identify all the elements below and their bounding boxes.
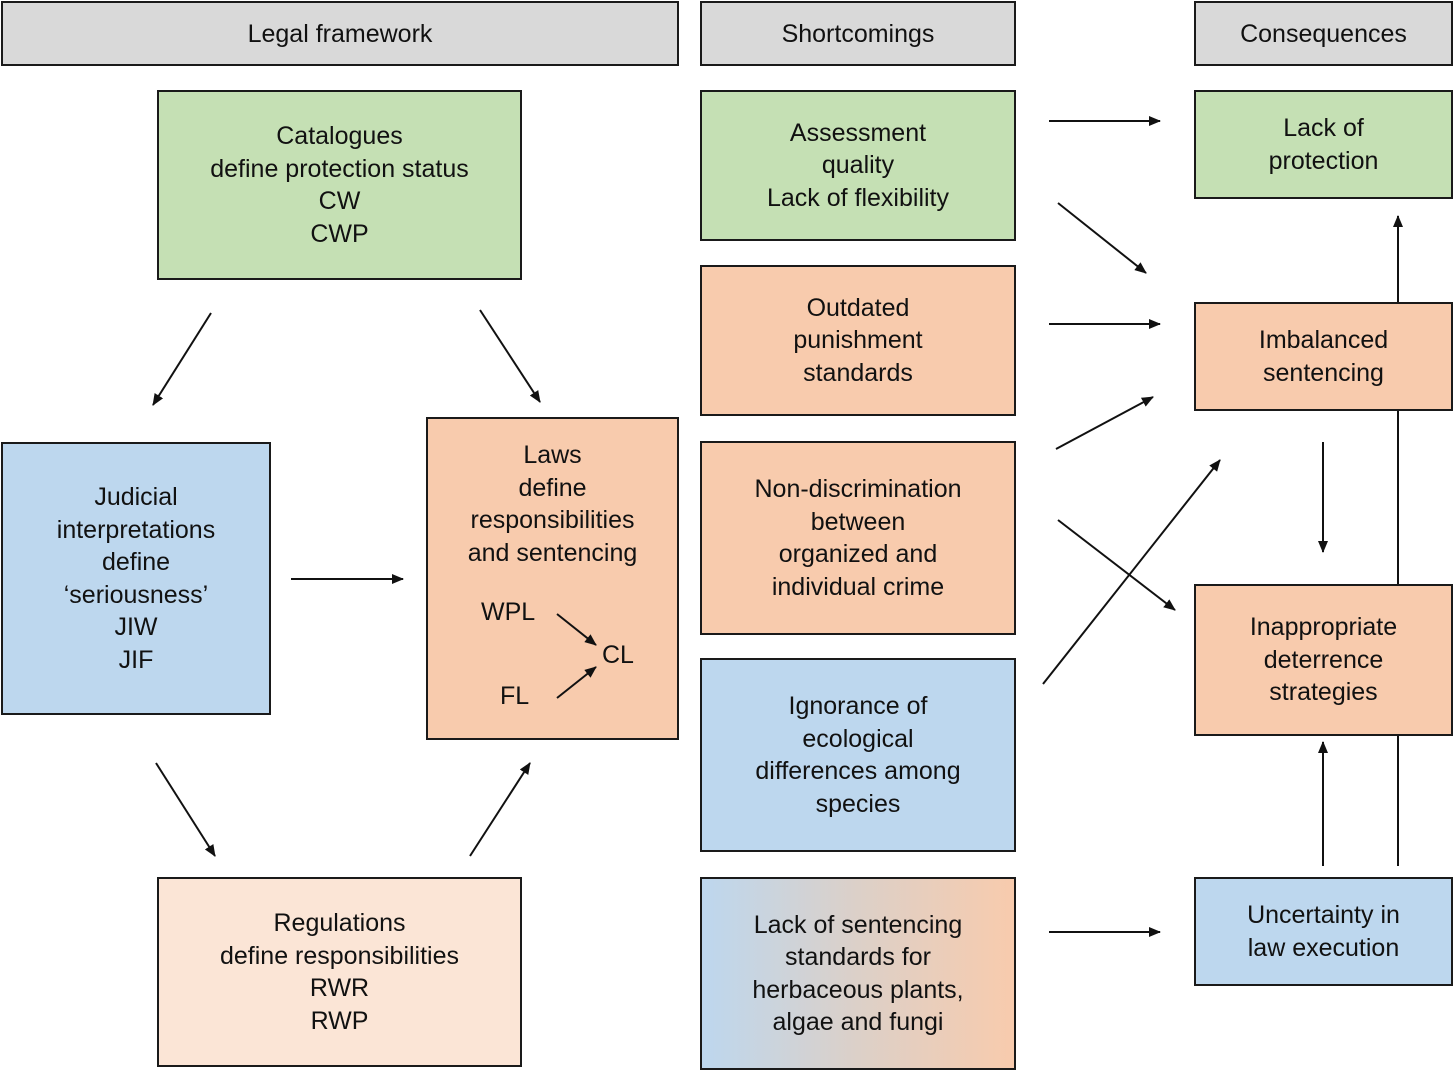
- ignorance-line: species: [815, 789, 901, 818]
- uncertainty-law-execution-box: Uncertainty in law execution: [1194, 877, 1453, 986]
- lack-sentencing-standards-box: Lack of sentencing standards for herbace…: [700, 877, 1016, 1070]
- inappropriate-deterrence-box: Inappropriate deterrence strategies: [1194, 584, 1453, 736]
- lack-sentencing-line: herbaceous plants,: [752, 975, 964, 1004]
- laws-line: Laws: [523, 441, 582, 469]
- nondiscrimination-line: individual crime: [771, 572, 945, 601]
- lack-sentencing-line: standards for: [785, 943, 931, 971]
- regulations-box: Regulations define responsibilities RWR …: [157, 877, 522, 1067]
- nondiscrimination-line: Non-discrimination: [754, 475, 962, 503]
- judicial-interpretations-box: Judicial interpretations define ‘serious…: [1, 442, 271, 715]
- judicial-line: Judicial: [94, 483, 178, 511]
- judicial-line: ‘seriousness’: [63, 580, 209, 609]
- assessment-line: quality: [821, 151, 895, 180]
- lack-protection-line: protection: [1268, 146, 1379, 175]
- nondiscrimination-line: between: [810, 507, 906, 536]
- header-legal-framework: Legal framework: [1, 1, 679, 66]
- header-shortcomings-label: Shortcomings: [781, 19, 935, 48]
- imbalanced-line: Imbalanced: [1258, 326, 1389, 354]
- imbalanced-sentencing-box: Imbalanced sentencing: [1194, 302, 1453, 411]
- judicial-line: define: [101, 548, 171, 576]
- laws-box: Laws define responsibilities and sentenc…: [426, 417, 679, 740]
- catalogues-line: define protection status: [210, 154, 469, 183]
- ignorance-ecological-box: Ignorance of ecological differences amon…: [700, 658, 1016, 852]
- header-legal-framework-label: Legal framework: [247, 19, 433, 48]
- laws-line: responsibilities: [470, 506, 635, 534]
- arrow-nondiscrimination-to-imbalanced: [1055, 396, 1154, 450]
- regulations-line: Regulations: [273, 909, 406, 937]
- catalogues-line: Catalogues: [276, 122, 403, 150]
- inappropriate-line: Inappropriate: [1249, 613, 1398, 642]
- arrow-catalogues-to-judicial: [152, 312, 212, 406]
- outdated-line: standards: [803, 358, 913, 387]
- catalogues-box: Catalogues define protection status CW C…: [157, 90, 522, 280]
- header-shortcomings: Shortcomings: [700, 1, 1016, 66]
- arrow-judicial-to-regulations: [155, 762, 216, 857]
- arrow-assessment-to-imbalanced: [1057, 202, 1147, 274]
- outdated-line: punishment: [793, 326, 923, 355]
- assessment-quality-box: Assessment quality Lack of flexibility: [700, 90, 1016, 241]
- uncertainty-line: Uncertainty in: [1247, 901, 1400, 929]
- laws-line: define: [518, 473, 587, 502]
- header-consequences-label: Consequences: [1240, 19, 1407, 48]
- arrow-nondiscrimination-to-inappropriate: [1057, 519, 1176, 611]
- catalogues-line: CWP: [310, 219, 369, 248]
- regulations-line: RWP: [310, 1006, 369, 1035]
- header-consequences: Consequences: [1194, 1, 1453, 66]
- ignorance-line: ecological: [802, 724, 914, 753]
- lack-sentencing-line: Lack of sentencing: [753, 910, 963, 939]
- catalogues-line: CW: [318, 187, 361, 215]
- lack-sentencing-line: algae and fungi: [772, 1008, 944, 1036]
- lack-protection-line: Lack of: [1283, 114, 1364, 142]
- arrow-catalogues-to-laws: [479, 309, 541, 403]
- ignorance-line: Ignorance of: [788, 692, 928, 720]
- regulations-line: RWR: [309, 974, 370, 1002]
- cl-label: CL: [602, 641, 634, 669]
- non-discrimination-box: Non-discrimination between organized and…: [700, 441, 1016, 635]
- outdated-line: Outdated: [806, 293, 910, 322]
- ignorance-line: differences among: [755, 757, 961, 785]
- judicial-line: interpretations: [56, 515, 216, 544]
- judicial-line: JIW: [114, 613, 158, 641]
- fl-label: FL: [500, 682, 530, 710]
- laws-line: and sentencing: [467, 538, 638, 567]
- lack-of-protection-box: Lack of protection: [1194, 90, 1453, 199]
- uncertainty-line: law execution: [1247, 933, 1400, 962]
- arrow-regulations-to-laws: [469, 762, 531, 857]
- imbalanced-line: sentencing: [1263, 358, 1384, 387]
- wpl-label: WPL: [481, 598, 536, 626]
- inappropriate-line: strategies: [1269, 678, 1378, 707]
- outdated-punishment-box: Outdated punishment standards: [700, 265, 1016, 416]
- regulations-line: define responsibilities: [219, 941, 460, 970]
- assessment-line: Assessment: [789, 118, 927, 147]
- judicial-line: JIF: [118, 645, 154, 674]
- assessment-line: Lack of flexibility: [766, 183, 950, 212]
- nondiscrimination-line: organized and: [778, 540, 938, 568]
- inappropriate-line: deterrence: [1263, 645, 1384, 674]
